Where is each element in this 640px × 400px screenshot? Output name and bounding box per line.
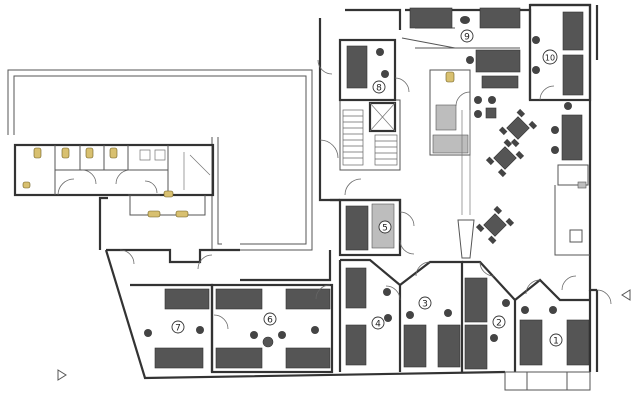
room-marker-8: 8 (372, 80, 386, 94)
room-6 (210, 283, 334, 374)
room-3 (399, 260, 464, 372)
room-10 (528, 3, 592, 102)
stair-core (317, 59, 401, 196)
room-8 (338, 38, 410, 102)
room-marker-7: 7 (171, 320, 185, 334)
svg-text:2: 2 (496, 318, 502, 328)
room-marker-3: 3 (418, 296, 432, 310)
room-2 (462, 260, 517, 372)
room-marker-2: 2 (492, 315, 506, 329)
lounge-tables (457, 75, 590, 259)
svg-text:4: 4 (375, 319, 381, 329)
svg-text:7: 7 (175, 323, 181, 333)
room-marker-5: 5 (378, 220, 392, 234)
kitchen-area (429, 69, 471, 156)
room-marker-6: 6 (263, 312, 277, 326)
room-7 (119, 249, 214, 372)
svg-text:3: 3 (422, 299, 428, 309)
svg-text:1: 1 (553, 336, 559, 346)
svg-text:5: 5 (382, 223, 388, 233)
room-4 (338, 258, 402, 372)
svg-text:6: 6 (267, 315, 273, 325)
room-marker-10: 10 (542, 49, 558, 65)
room-marker-9: 9 (460, 29, 474, 43)
room-marker-1: 1 (549, 333, 563, 347)
room-1 (514, 275, 590, 366)
svg-text:10: 10 (545, 53, 555, 62)
svg-text:9: 9 (464, 32, 470, 42)
room-5 (338, 198, 415, 257)
entrances (57, 289, 631, 391)
svg-text:8: 8 (376, 83, 382, 93)
restroom-block (13, 143, 215, 218)
room-marker-4: 4 (371, 316, 385, 330)
room-9 (409, 7, 521, 73)
